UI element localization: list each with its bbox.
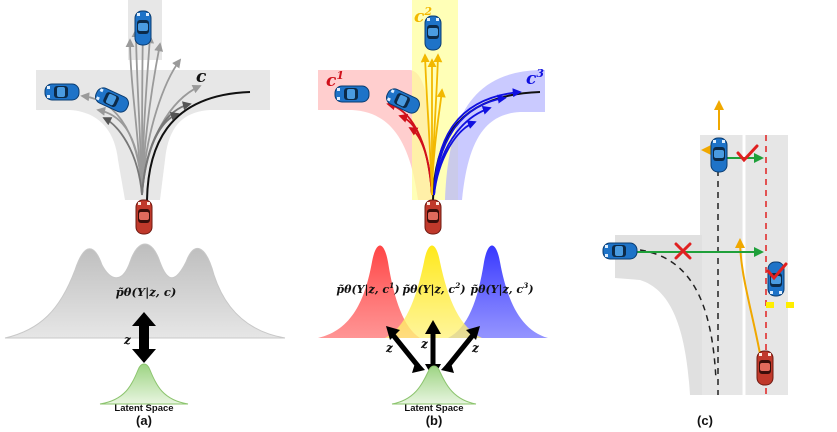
panel-b-trajectories-c3: [433, 88, 522, 196]
panel-a-latent-label: Latent Space: [114, 403, 173, 414]
panel-c-car-top: [710, 137, 728, 173]
panel-a-car-top: [134, 10, 152, 46]
panel-a-car-left: [44, 83, 80, 101]
panel-b-z-arrows: [391, 330, 475, 368]
panel-a-trajectories: [80, 28, 202, 196]
panel-b-density-label-c3: p̃θ(Y|z, c3): [470, 281, 533, 296]
panel-b-z-label-3: z: [471, 341, 480, 355]
panel-b-ego-car: [424, 199, 442, 235]
panel-b-latent-label: Latent Space: [404, 403, 463, 414]
panel-a-z-label: z: [123, 333, 132, 347]
panel-b-density-c3: [448, 245, 548, 338]
panel-b-caption: (b): [426, 413, 443, 428]
panel-c-check-icon-top: [736, 144, 759, 163]
panel-b-context-label-c2: c2: [414, 5, 432, 27]
panel-a-ego-car: [135, 199, 153, 235]
panel-b-density-c2: [385, 245, 482, 338]
panel-b: c1 c2 c3 p̃θ(Y|z, c1) p̃θ(Y|z, c2) p̃θ(Y…: [318, 0, 548, 428]
panel-b-density-label-c1: p̃θ(Y|z, c1): [336, 281, 399, 296]
panel-a-latent: [99, 363, 189, 405]
panel-c-ego-car: [756, 350, 774, 386]
panel-b-z-label-2: z: [420, 337, 429, 351]
panel-b-latent: [391, 365, 477, 405]
panel-b-density-label-c2: p̃θ(Y|z, c2): [402, 281, 465, 296]
panel-c-caption: (c): [697, 413, 713, 428]
panel-c-cross-icon: [674, 242, 692, 260]
panel-b-trajectories-c2: [420, 53, 446, 196]
panel-a-density: [4, 243, 286, 339]
panel-b-car-top: [424, 15, 442, 51]
panel-b-context-label-c1: c1: [326, 69, 344, 91]
panel-a-caption: (a): [136, 413, 152, 428]
panel-b-car-left: [334, 85, 370, 103]
panel-a-context-label: c: [196, 67, 207, 87]
panel-a-context-curve: [146, 91, 251, 201]
panel-c-car-left: [602, 242, 638, 260]
panel-a-density-label: p̃θ(Y|z, c): [116, 285, 177, 299]
panel-b-context-label-c3: c3: [526, 67, 544, 89]
panel-a: c p̃θ(Y|z, c) z Latent Space (a): [4, 0, 286, 428]
panel-b-z-label-1: z: [385, 341, 394, 355]
panel-a-z-arrow: [132, 312, 156, 363]
panel-c: (c): [602, 100, 794, 428]
panel-c-check-icon-right: [766, 262, 788, 281]
panel-b-density-c1: [318, 245, 420, 338]
panel-b-region-c3: [445, 70, 545, 200]
